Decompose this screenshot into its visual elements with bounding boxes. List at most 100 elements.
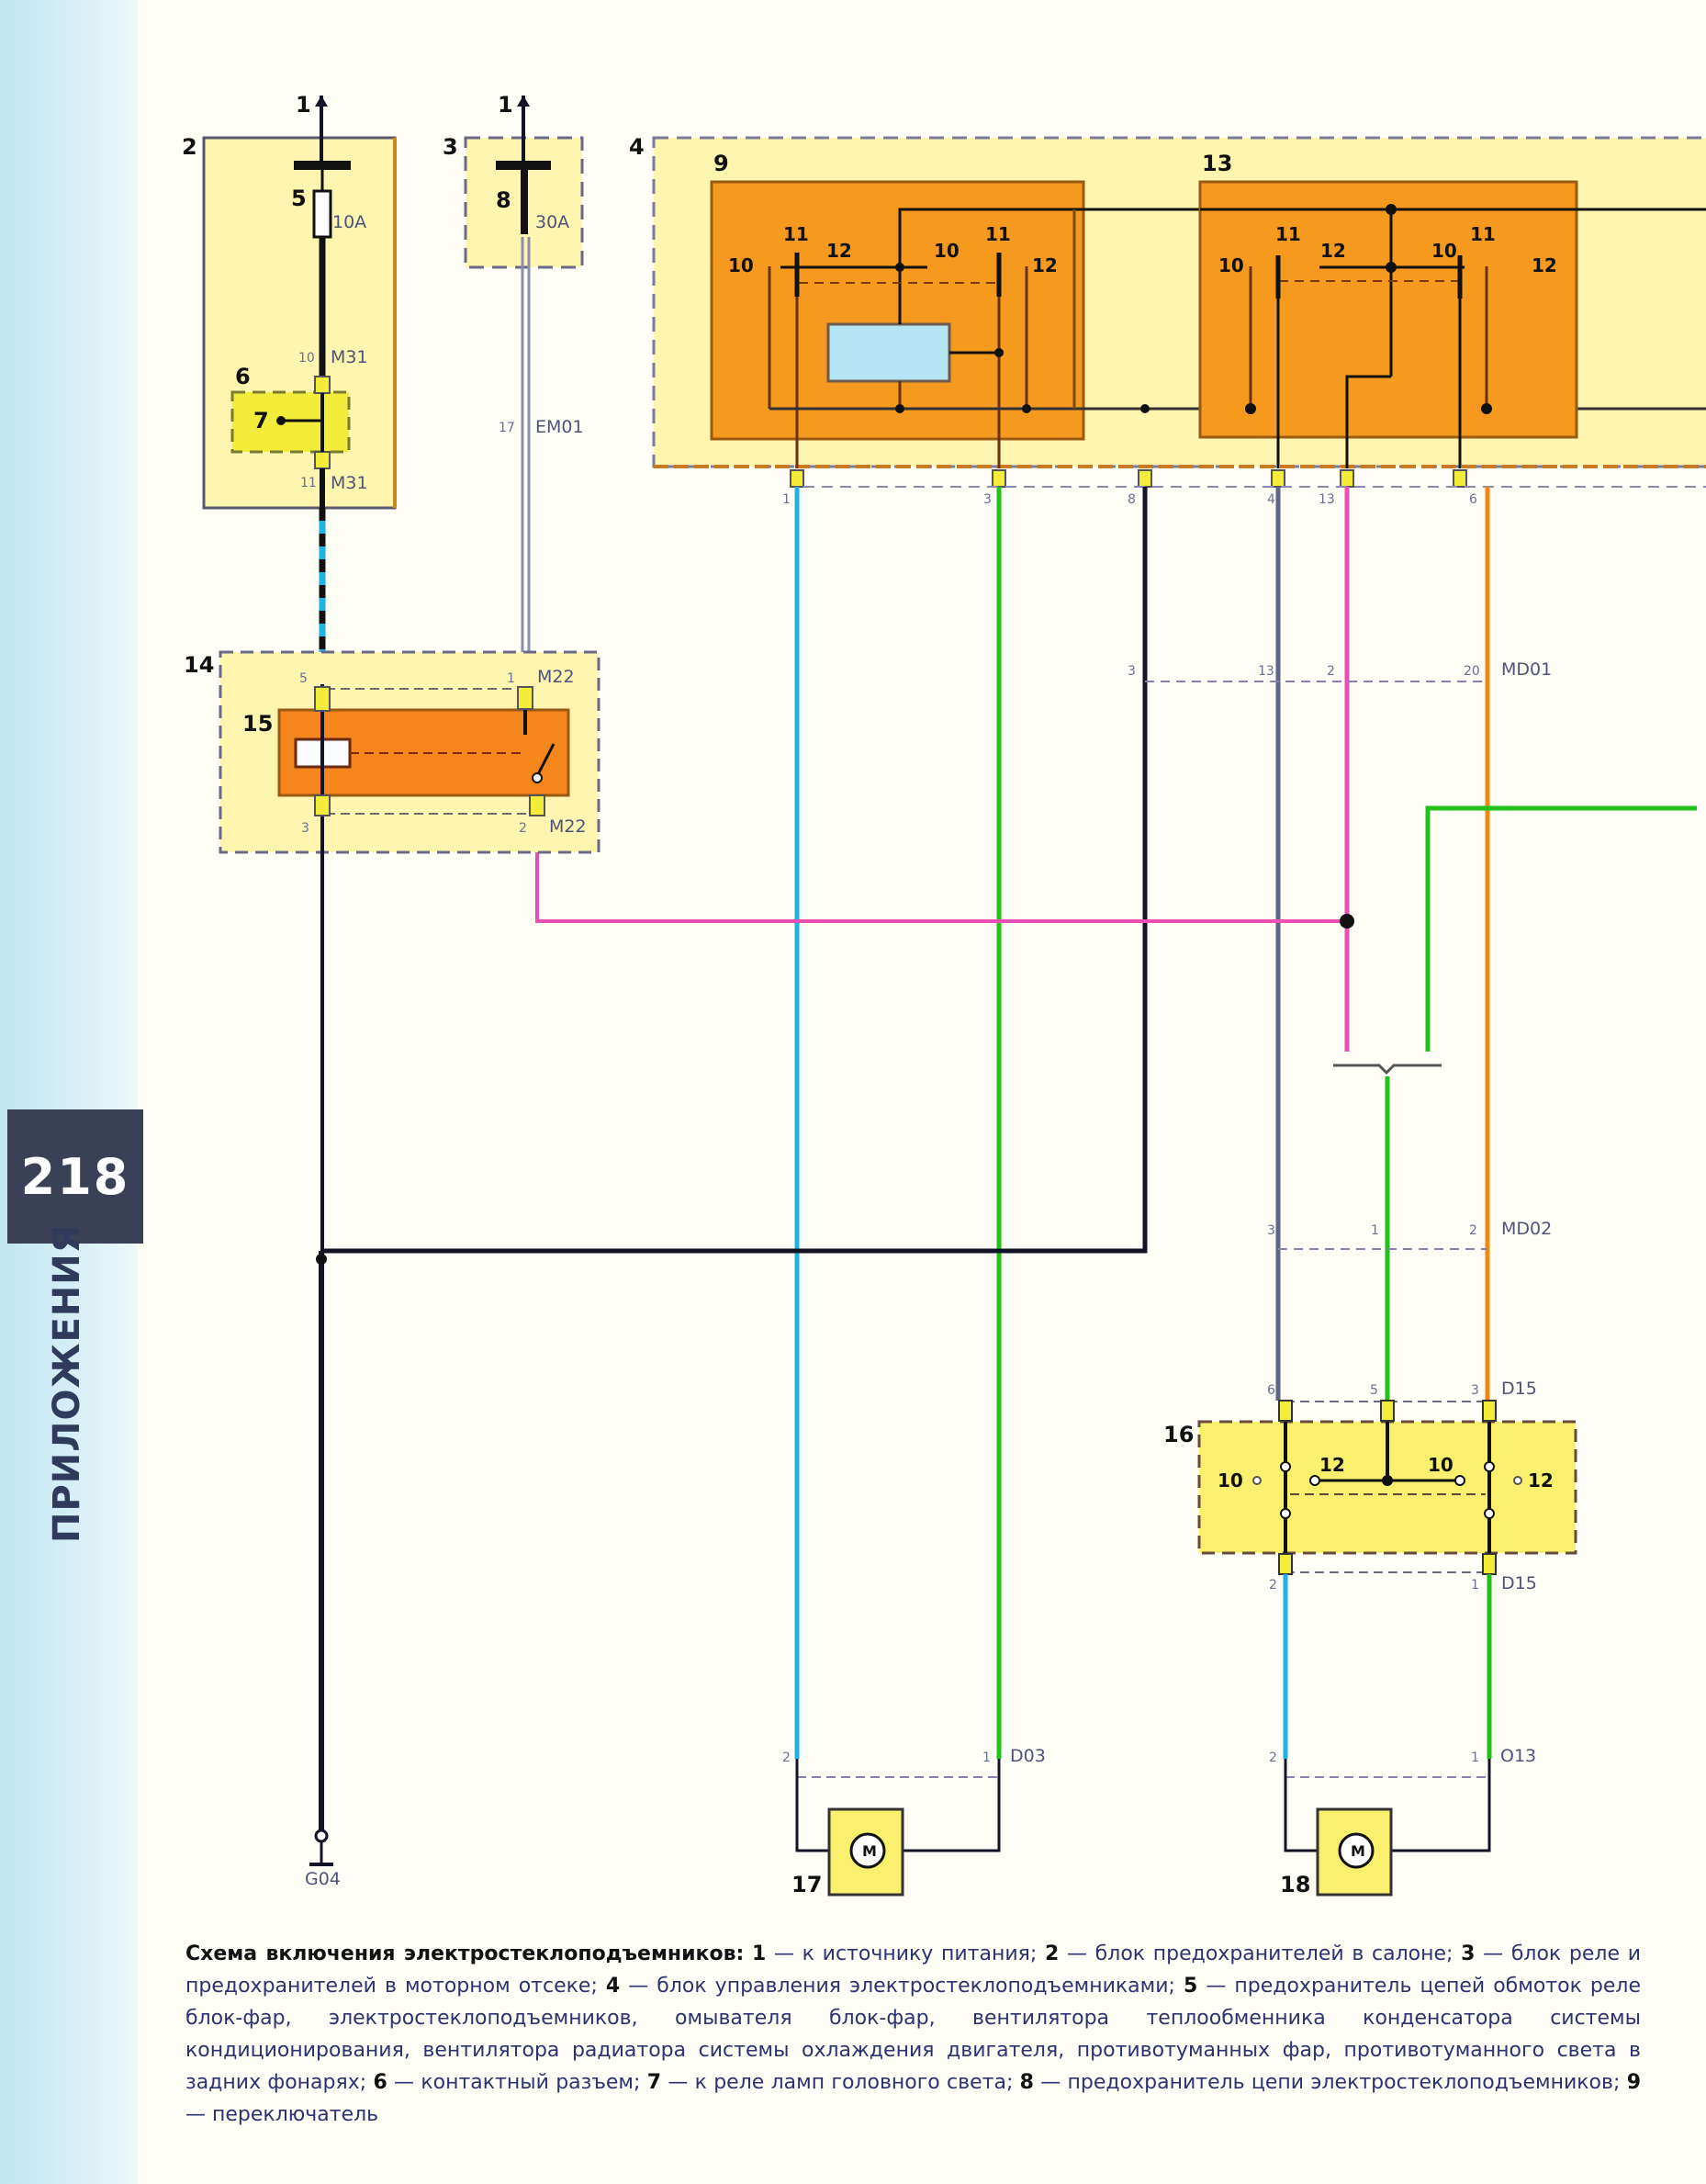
motor-18 [1284,1759,1491,1897]
pin-label: 4 [1267,492,1275,507]
caption-item-text: — предохранитель цепи электростеклоподъе… [1033,2071,1627,2094]
label-7: 7 [253,408,269,433]
pin-label: 3 [301,821,309,836]
terminal-12: 12 [1032,254,1058,276]
pin-label: 3 [983,492,992,507]
label-2: 2 [182,134,197,160]
label-6: 6 [235,364,251,389]
page-number-box [7,1109,143,1244]
junction-dot [276,416,286,425]
terminal-12: 12 [826,240,852,262]
connector-block-4-pins [790,469,1706,488]
wire-green-branch [1425,805,1697,1052]
label-9: 9 [713,151,729,176]
pin-label: 1 [982,1751,991,1765]
pin-label: 13 [1258,664,1274,679]
pin-label: 8 [1128,492,1136,507]
terminal-10: 10 [1431,240,1457,262]
page-number: 218 [20,1147,130,1206]
connector-em01-label: EM01 [535,417,584,437]
caption-item-num: 5 [1184,1975,1198,1998]
pin-label: 2 [1269,1578,1277,1593]
caption-item-text: — к источнику питания; [766,1942,1045,1965]
terminal-10: 10 [1218,1469,1243,1492]
ground-label: G04 [305,1869,341,1889]
pin-label: 2 [1269,1751,1277,1765]
terminal-12: 12 [1528,1469,1554,1492]
terminal-12: 12 [1532,254,1557,276]
terminal-11: 11 [1275,223,1301,245]
caption-item-text: — блок реле и предохранителей в моторном… [185,1942,1641,1998]
pin-label: 3 [1471,1383,1479,1398]
pin-label: 2 [519,821,527,836]
connector-m22-label: M22 [549,816,587,837]
arrow-up-icon [517,96,530,107]
pin-label: 6 [1469,492,1477,507]
fuse-5-rating: 10A [332,212,366,232]
label-15: 15 [242,711,273,737]
connector-m22-label: M22 [537,667,575,687]
caption-item-num: 7 [646,2071,662,2094]
caption-item-text: — блок управления электростеклоподъемник… [620,1975,1184,1998]
junction-dot [316,1254,327,1265]
pin-label: 3 [1128,664,1136,679]
label-14: 14 [184,652,214,678]
page-edge-strip [0,0,138,2184]
pin-label: 3 [1267,1223,1275,1238]
wire-black-ground [321,487,1148,1254]
ground-icon [314,1829,329,1843]
caption-item-num: 4 [605,1975,621,1998]
connector-d15-label: D15 [1501,1379,1537,1399]
terminal-11: 11 [1470,223,1496,245]
pin-label: 11 [300,476,317,490]
motor-17 [795,1759,1001,1897]
pin-label: 5 [1370,1383,1378,1398]
caption-item-num: 8 [1019,2071,1034,2094]
switch-13 [1198,180,1706,468]
pin-label: 20 [1464,664,1480,679]
caption-item-num: 2 [1045,1942,1060,1965]
junction-dot [1340,914,1354,929]
pin-label: 2 [1469,1223,1477,1238]
pin-label: 2 [1327,664,1335,679]
terminal-11: 11 [985,223,1011,245]
label-1a: 1 [296,92,311,118]
label-1b: 1 [498,92,513,118]
label-17: 17 [791,1872,822,1897]
caption-item-text: — блок предохранителей в салоне; [1059,1942,1462,1965]
fuse-5-icon [312,189,332,239]
caption-item-text: — к реле ламп головного света; [661,2071,1020,2094]
label-13: 13 [1202,151,1232,176]
indicator-lamp [826,322,951,383]
pin-label: 1 [1471,1578,1479,1593]
label-4: 4 [629,134,645,160]
pin-label: 1 [1371,1223,1379,1238]
pin-label: 1 [507,671,515,686]
motor-symbol: M [862,1842,877,1860]
caption-item-num: 1 [752,1942,767,1965]
label-3: 3 [443,134,458,160]
terminal-11: 11 [783,223,809,245]
motor-symbol: M [1351,1842,1365,1860]
arrow-up-icon [315,96,328,107]
terminal-10: 10 [934,240,960,262]
caption-item-text: — контактный разъем; [387,2071,647,2094]
switch-9 [710,180,1706,468]
pin-label: 1 [1471,1751,1479,1765]
connector-m31-label: M31 [331,473,368,493]
motor-icon [849,1832,886,1869]
label-5: 5 [291,186,307,211]
caption-item-num: 6 [373,2071,387,2094]
pin-label: 2 [782,1751,791,1765]
caption-item-text: — переключатель [185,2103,379,2126]
caption-item-num: 9 [1626,2071,1641,2094]
connector-md01-label: MD01 [1501,659,1552,680]
pin-label: 13 [1319,492,1335,507]
relay-contact [535,743,556,777]
terminal-12: 12 [1319,1454,1345,1476]
connector-md02-label: MD02 [1501,1219,1552,1239]
pin-label: 6 [1267,1383,1275,1398]
connector-m31-label: M31 [331,347,368,367]
wire-pink-relay [535,831,1347,923]
